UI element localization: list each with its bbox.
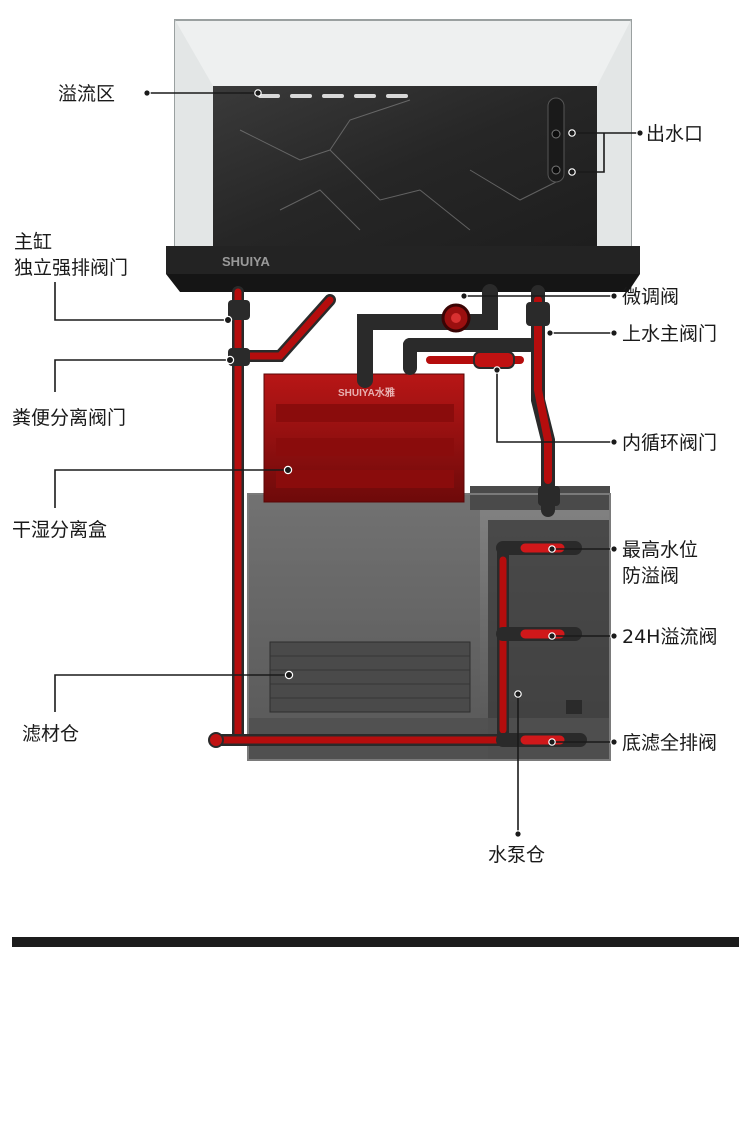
label-anti-overflow-valve: 防溢阀 (622, 565, 679, 587)
filter-media-tray (270, 642, 470, 712)
section-divider (12, 937, 739, 947)
marble-background (213, 86, 597, 248)
label-main-tank: 主缸 (14, 231, 52, 253)
label-pump-chamber: 水泵仓 (488, 844, 545, 866)
label-water-outlet: 出水口 (646, 123, 703, 145)
label-inner-loop-valve: 内循环阀门 (622, 432, 717, 454)
label-max-level: 最高水位 (622, 539, 698, 561)
label-bottom-drain-valve: 底滤全排阀 (622, 732, 717, 754)
main-tank: SHUIYA (166, 20, 640, 292)
label-independent-drain-valve: 独立强排阀门 (14, 257, 128, 279)
dry-wet-box: SHUIYA水雅 (264, 374, 464, 502)
brand-logo-box: SHUIYA水雅 (338, 386, 395, 399)
label-media-chamber: 滤材仓 (22, 723, 79, 745)
fine-valve-loop (365, 292, 490, 380)
label-24h-overflow-valve: 24H溢流阀 (622, 626, 717, 648)
inner-loop-valve-body (474, 352, 514, 368)
label-dry-wet-box: 干湿分离盒 (12, 519, 107, 541)
label-fine-valve: 微调阀 (622, 286, 679, 308)
bottom-drain-cap (566, 700, 582, 714)
brand-logo-main: SHUIYA (222, 254, 271, 269)
label-waste-separator-valve: 粪便分离阀门 (12, 407, 126, 429)
label-supply-main-valve: 上水主阀门 (622, 323, 717, 345)
sump (248, 486, 610, 760)
label-overflow-zone: 溢流区 (58, 83, 115, 105)
